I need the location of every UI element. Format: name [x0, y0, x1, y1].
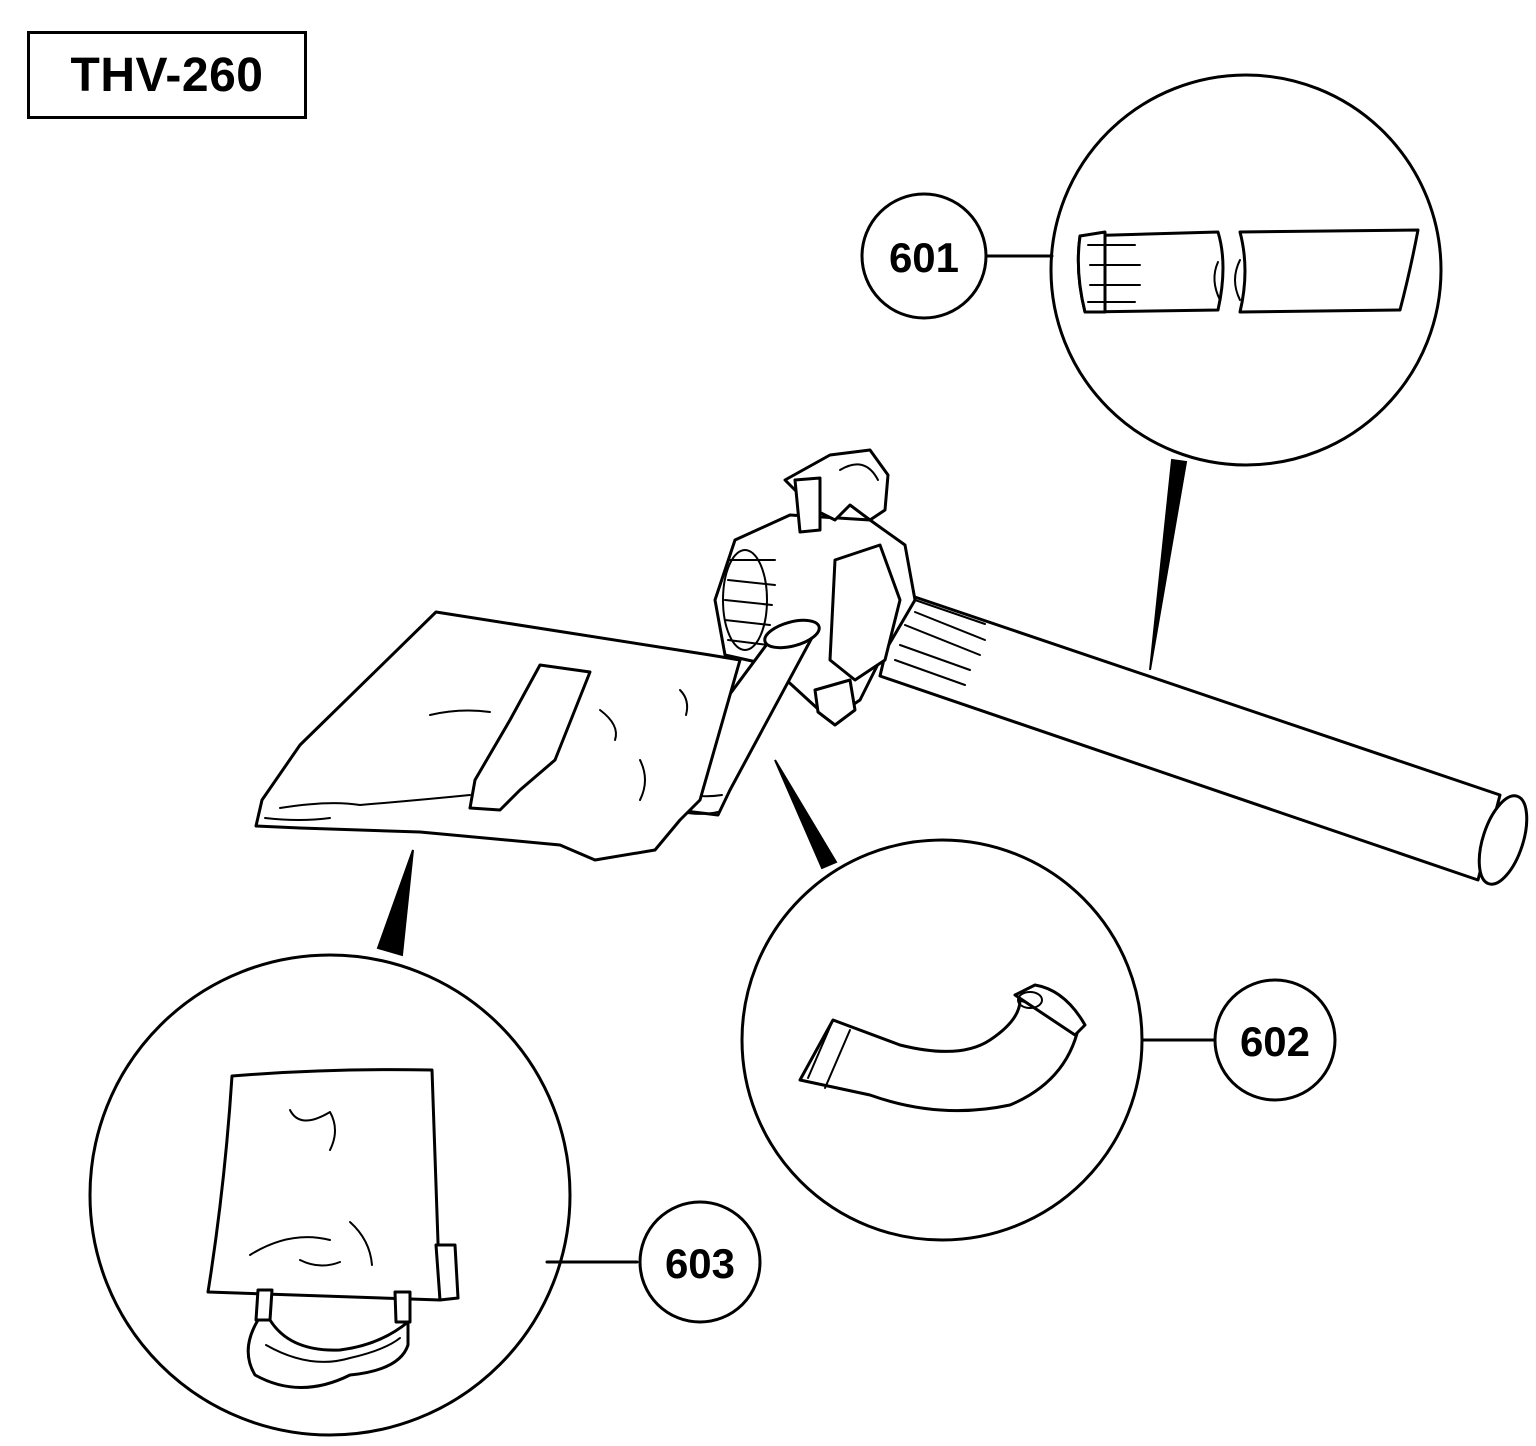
detail-circle-602: 602: [740, 838, 1337, 1242]
callout-602: 602: [1213, 978, 1337, 1102]
model-title: THV-260: [70, 48, 264, 102]
leader-wedges: [376, 458, 1188, 957]
detail-circle-601: 601: [860, 73, 1443, 467]
engine-body: [713, 448, 917, 727]
callout-603: 603: [638, 1200, 762, 1324]
collection-bag: [254, 610, 742, 862]
blower-tube: [878, 590, 1529, 886]
model-label-box: THV-260: [27, 31, 307, 119]
blower-tube-icon: [1076, 228, 1420, 314]
callout-602-label: 602: [1240, 1018, 1310, 1065]
callout-603-label: 603: [665, 1240, 735, 1287]
curved-vacuum-tube-icon: [798, 983, 1087, 1113]
callout-601: 601: [860, 192, 988, 320]
blower-vacuum-assembly: [254, 448, 1529, 886]
vacuum-bag-icon: [206, 1068, 460, 1389]
detail-circle-603: 603: [88, 953, 762, 1437]
callout-601-label: 601: [889, 234, 959, 281]
